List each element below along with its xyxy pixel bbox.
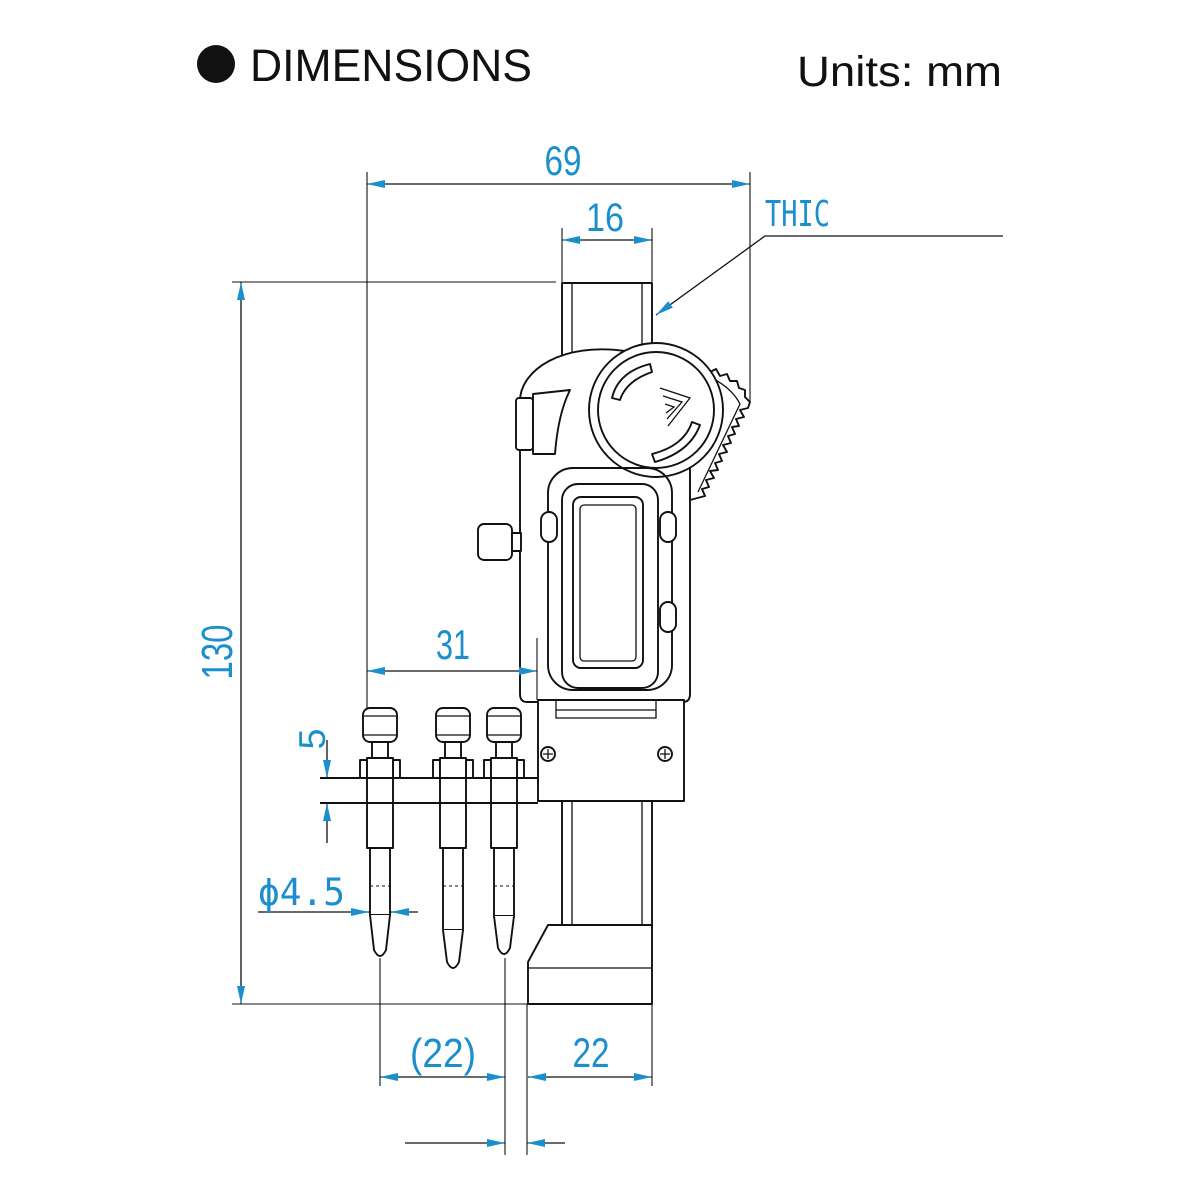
- dim-label-diameter: ϕ4.5: [258, 871, 345, 914]
- dim-label-22-ref: (22): [410, 1030, 476, 1076]
- beam-upper: [561, 282, 653, 360]
- probe-b-tip: [442, 929, 464, 969]
- lock-knob-neck: [511, 532, 522, 552]
- display-frame-inner: [561, 483, 659, 689]
- display-screen: [572, 496, 644, 669]
- display-frame-outer: [547, 467, 673, 691]
- dim-label-130: 130: [193, 625, 242, 680]
- probe-a-knob: [362, 707, 398, 743]
- probe-c-shaft: [493, 847, 515, 917]
- thic-label: THIC: [765, 194, 830, 235]
- probe-c-clamp-right: [516, 759, 525, 779]
- probe-b-neck: [444, 741, 462, 759]
- probe-a-clamp-right: [392, 759, 401, 779]
- dim-label-69: 69: [545, 137, 582, 184]
- lower-block-outline: [537, 699, 685, 802]
- probe-c-clamp-left: [483, 759, 492, 779]
- display-button-left: [540, 511, 558, 543]
- probe-b-clamp-left: [432, 759, 441, 779]
- probe-a-clamp-left: [359, 759, 368, 779]
- probe-b-shaft: [442, 847, 464, 931]
- probe-b-knob-lines: [436, 715, 470, 736]
- foot-outline: [527, 924, 653, 1005]
- probe-c-knob-lines: [487, 715, 521, 736]
- probe-a: [359, 707, 401, 957]
- units-label: Units: mm: [797, 48, 1002, 96]
- gauge-body: [477, 342, 751, 703]
- dimension-lines: [237, 180, 1003, 1147]
- probe-a-shaft: [369, 847, 391, 916]
- thic-leader-line: [655, 235, 1003, 316]
- probe-b: [432, 707, 474, 969]
- dim-label-16: 16: [586, 196, 624, 240]
- screw-left-icon: [540, 746, 556, 762]
- display-screen-inner: [579, 504, 637, 662]
- probe-b-knob: [435, 707, 471, 743]
- filled-circle-icon: [197, 45, 235, 83]
- lower-block: [537, 699, 685, 802]
- lock-knob: [477, 523, 513, 561]
- probe-c-tip: [493, 915, 515, 955]
- dim-label-22: 22: [573, 1029, 610, 1076]
- dial-slot-bottom: [651, 421, 701, 463]
- dial-slot-top: [611, 363, 653, 401]
- probe-c-knob: [486, 707, 522, 743]
- side-lever: [532, 389, 571, 455]
- dial-arrow-icon: [659, 387, 692, 427]
- dial-outer-ring: [588, 342, 724, 478]
- probe-a-neck: [371, 741, 389, 759]
- display-button-right-bottom: [659, 601, 677, 633]
- probe-holder-plate: [320, 777, 538, 804]
- probe-c: [483, 707, 525, 955]
- screw-right-icon: [657, 746, 673, 762]
- dimension-labels: 69 16 THIC 130 31 5 ϕ4.5 (22) 22: [193, 137, 830, 1076]
- dim-label-5: 5: [292, 729, 333, 750]
- dial-inner-ring: [597, 351, 715, 469]
- display-button-right-top: [659, 511, 677, 543]
- probe-a-tip: [369, 914, 391, 957]
- gauge-foot: [527, 924, 653, 1005]
- extension-lines: [232, 172, 751, 1155]
- lower-block-slot: [555, 700, 657, 719]
- beam-lower: [561, 801, 653, 925]
- dim-label-31: 31: [436, 621, 470, 668]
- probe-c-neck: [495, 741, 513, 759]
- probe-a-knob-lines: [363, 715, 397, 736]
- page-title: DIMENSIONS: [250, 40, 532, 91]
- probe-b-clamp-right: [465, 759, 474, 779]
- side-button: [515, 397, 534, 451]
